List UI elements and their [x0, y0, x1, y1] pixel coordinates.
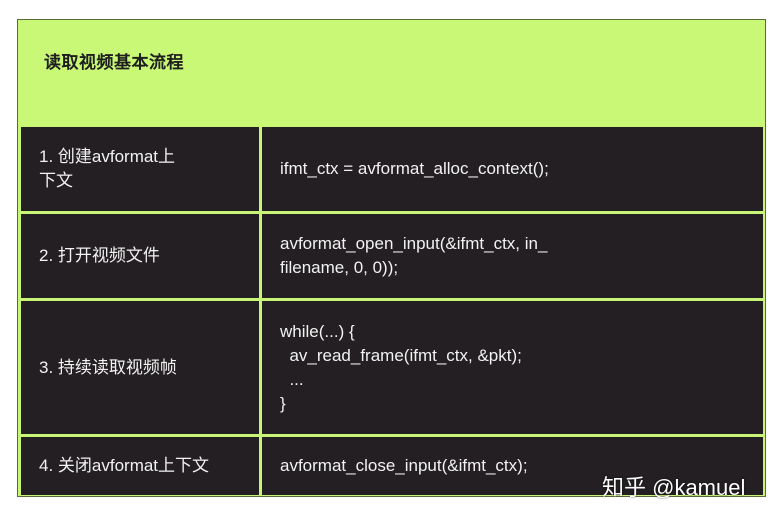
code-cell-4: avformat_close_input(&ifmt_ctx); — [262, 437, 763, 495]
code-text: while(...) { av_read_frame(ifmt_ctx, &pk… — [280, 321, 522, 413]
step-label: 3. 持续读取视频帧 — [39, 357, 177, 377]
code-text: avformat_open_input(&ifmt_ctx, in_ filen… — [280, 234, 548, 277]
table-header: 读取视频基本流程 — [18, 20, 765, 125]
step-label: 2. 打开视频文件 — [39, 246, 160, 265]
step-cell-4: 4. 关闭avformat上下文 — [21, 437, 259, 495]
code-cell-3: while(...) { av_read_frame(ifmt_ctx, &pk… — [262, 301, 763, 434]
code-text: avformat_close_input(&ifmt_ctx); — [280, 456, 528, 475]
watermark: 知乎 @kamuel — [602, 475, 746, 500]
step-cell-1: 1. 创建avformat上 下文 — [21, 127, 259, 211]
step-label: 1. 创建avformat上 下文 — [39, 147, 176, 190]
flow-table: 读取视频基本流程 1. 创建avformat上 下文 ifmt_ctx = av… — [17, 19, 766, 497]
code-text: ifmt_ctx = avformat_alloc_context(); — [280, 159, 549, 178]
step-cell-2: 2. 打开视频文件 — [21, 214, 259, 298]
code-cell-2: avformat_open_input(&ifmt_ctx, in_ filen… — [262, 214, 763, 298]
step-cell-3: 3. 持续读取视频帧 — [21, 301, 259, 434]
step-label: 4. 关闭avformat上下文 — [39, 456, 210, 475]
code-cell-1: ifmt_ctx = avformat_alloc_context(); — [262, 127, 763, 211]
table-title: 读取视频基本流程 — [44, 53, 184, 72]
